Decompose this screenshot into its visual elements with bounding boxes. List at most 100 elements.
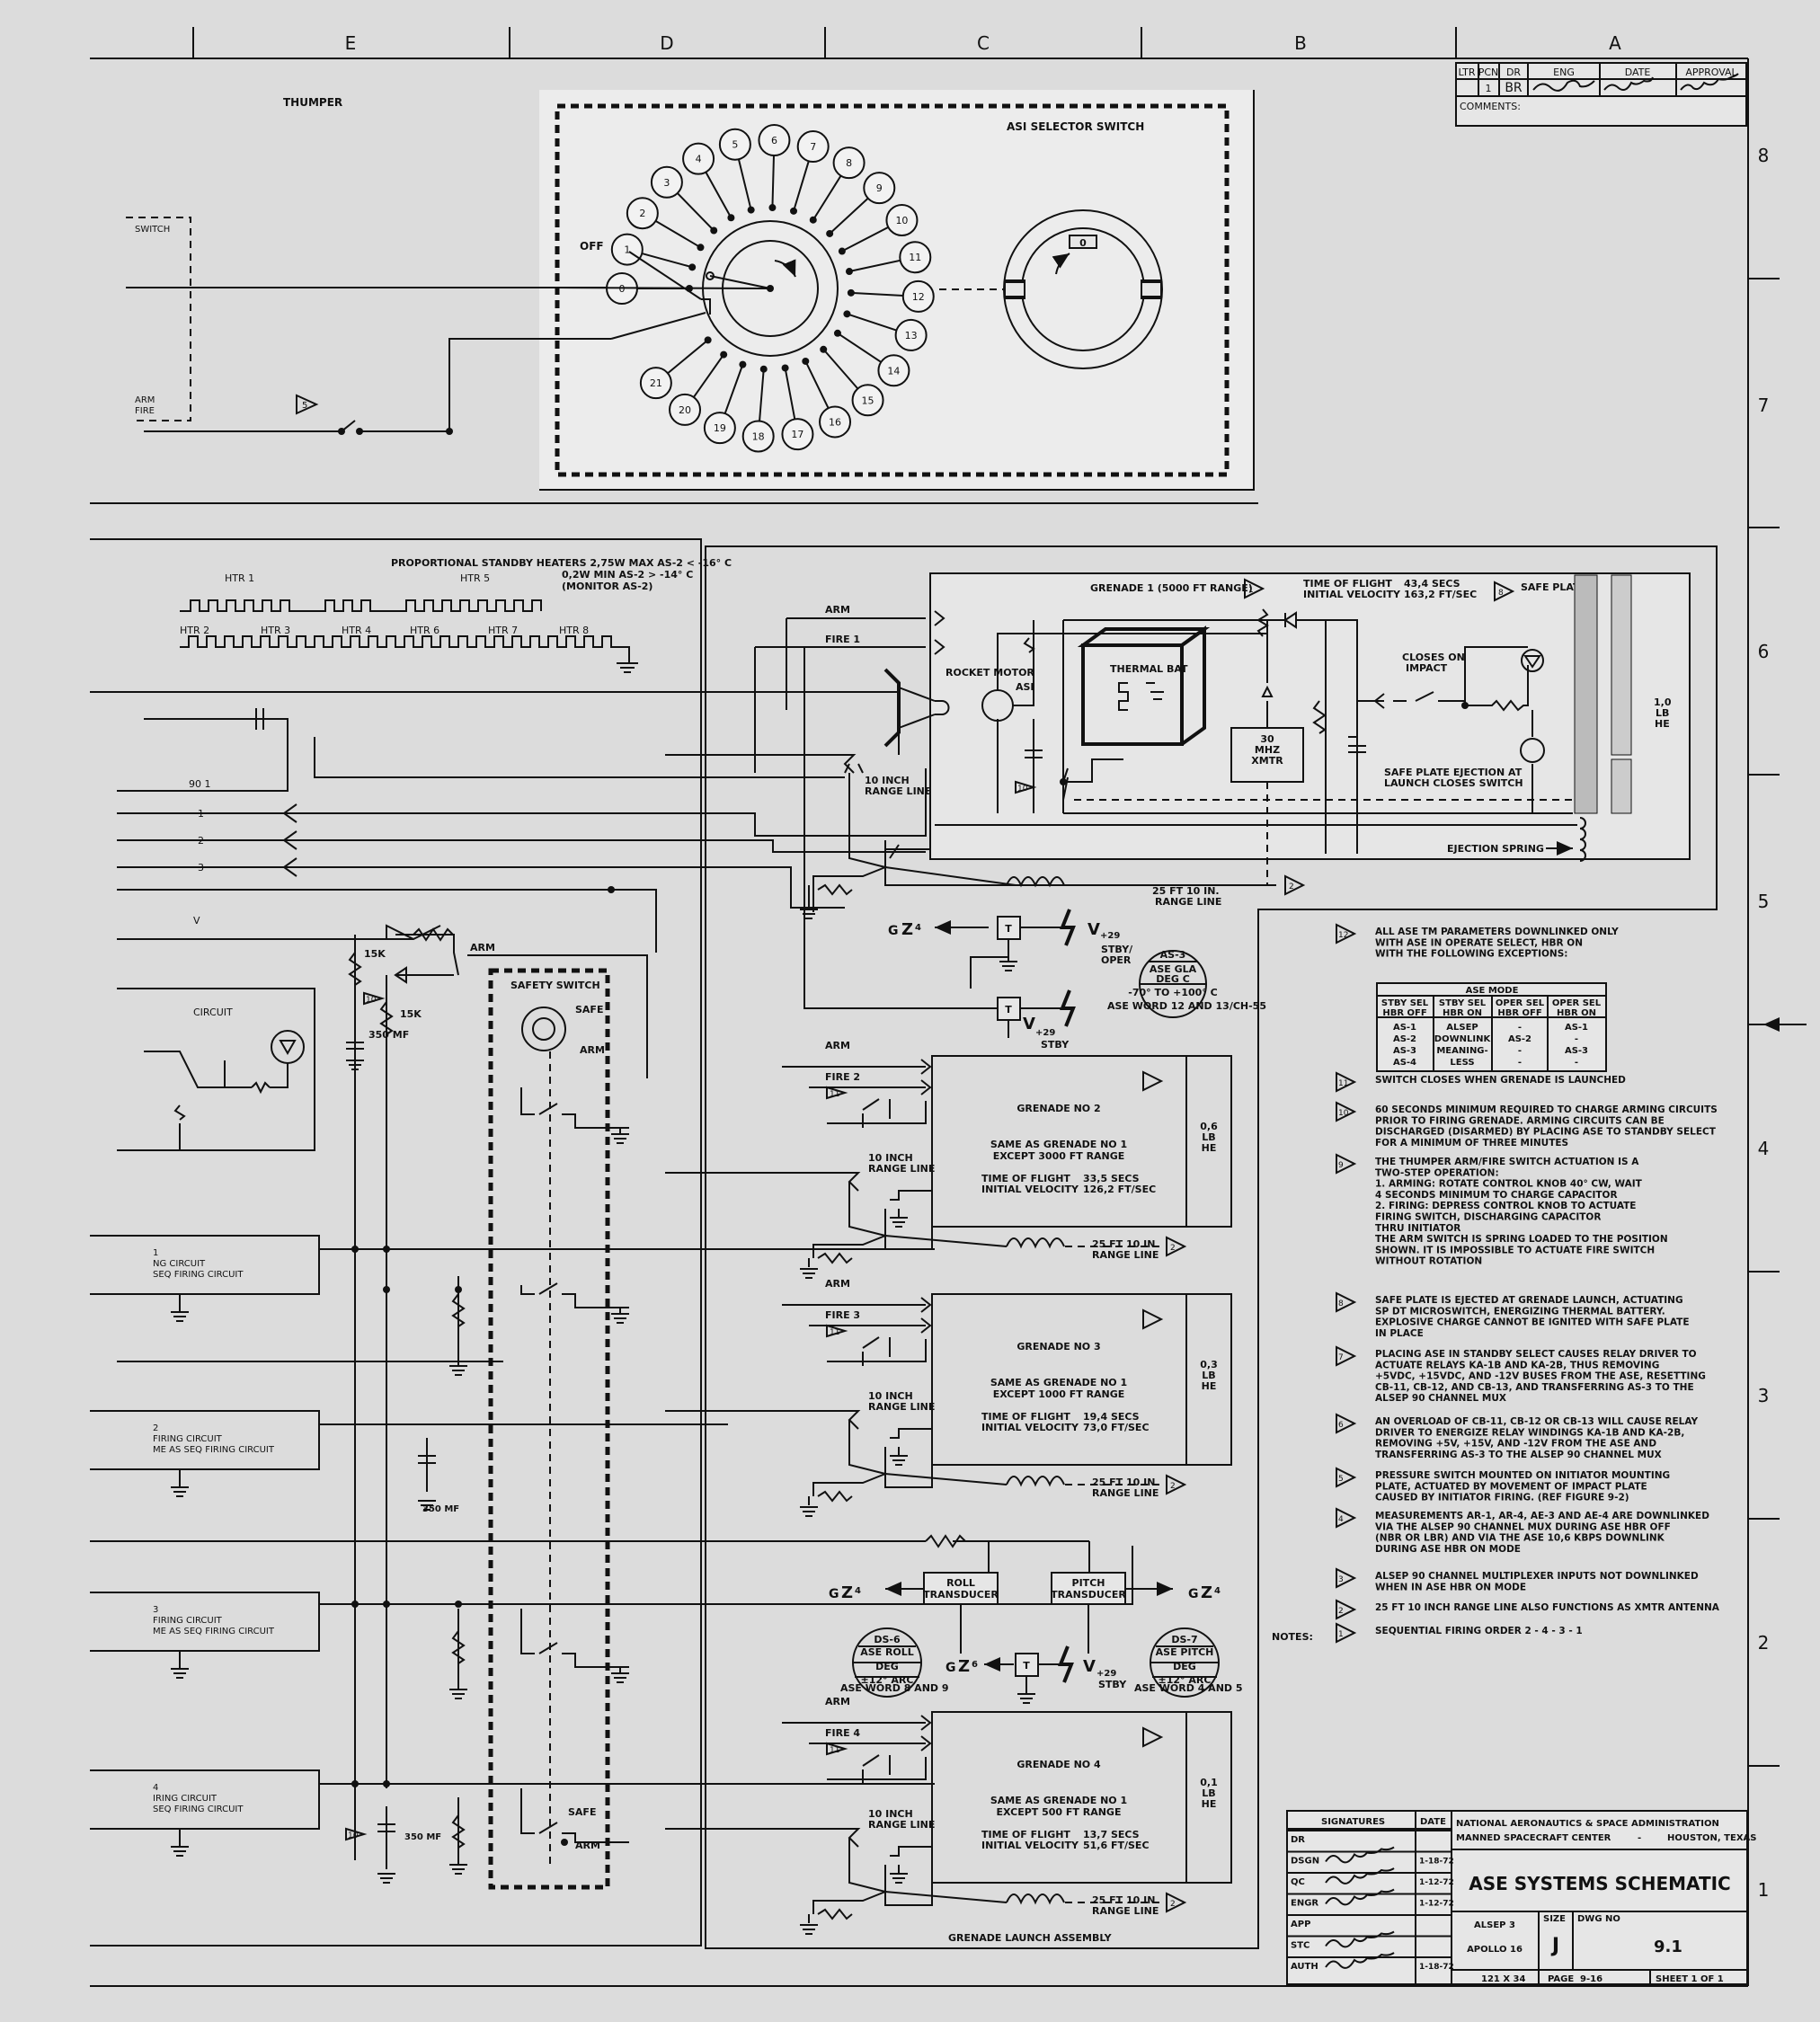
antenna-coil-icon: [1006, 1476, 1065, 1487]
note-ref: 10: [1338, 1109, 1349, 1118]
svg-text:11: 11: [830, 1090, 839, 1099]
safety-arm-label: ARM: [580, 1044, 605, 1056]
note-triangle-icon: [1336, 1101, 1357, 1122]
g1-safe-plate-label: SAFE PLATE: [1521, 581, 1586, 593]
svg-text:ASE ROLL: ASE ROLL: [860, 1646, 914, 1658]
grenade-title: GRENADE NO 2: [1017, 1103, 1100, 1114]
rev-header-ltr: LTR: [1459, 67, 1476, 78]
dial-contact: [820, 345, 828, 353]
dial-position-1: [610, 233, 644, 266]
heater-section: PROPORTIONAL STANDBY HEATERS 2,75W MAX A…: [90, 538, 732, 1947]
safety-safe-label: SAFE: [575, 1004, 603, 1015]
dial-position-6: [758, 124, 791, 157]
antenna-coil-icon: [1006, 1893, 1065, 1905]
grenade-same-2: EXCEPT 3000 FT RANGE: [993, 1150, 1125, 1162]
resistor-arm-icon: [413, 927, 454, 942]
grenade-vel-value: 73,0 FT/SEC: [1083, 1422, 1150, 1433]
svg-text:Z: Z: [1201, 1583, 1212, 1602]
svg-text:2: 2: [1170, 1482, 1176, 1491]
g1-ejection-l1: SAFE PLATE EJECTION AT: [1384, 767, 1523, 778]
resistor-15k-1-label: 15K: [364, 948, 386, 960]
grenade-tof-value: 19,4 SECS: [1083, 1411, 1140, 1423]
heater-trace-upper: [180, 599, 542, 612]
svg-text:ROLL: ROLL: [946, 1577, 975, 1589]
note-line: THRU INITIATOR: [1375, 1223, 1460, 1234]
dial-contact: [704, 336, 712, 344]
note-line: PLATE, ACTUATED BY MOVEMENT OF IMPACT PL…: [1375, 1481, 1647, 1492]
grenade-launch-assembly-label: GRENADE LAUNCH ASSEMBLY: [948, 1932, 1113, 1944]
safety-safe-label-bottom: SAFE: [568, 1806, 596, 1818]
asi-selector-title: ASI SELECTOR SWITCH: [1007, 120, 1144, 133]
dial-position-15: [851, 384, 884, 417]
svg-text:ASE GLA: ASE GLA: [1150, 963, 1197, 975]
ase-mode-cell: -: [1518, 1046, 1522, 1056]
ase-mode-header: OPER SEL: [1552, 998, 1602, 1008]
dial-position-10: [885, 203, 919, 236]
dial-contact: [833, 329, 841, 337]
rocket-motor-icon: [883, 668, 901, 748]
grenade-antenna-2: RANGE LINE: [1092, 1487, 1159, 1499]
note-line: SEQUENTIAL FIRING ORDER 2 - 4 - 3 - 1: [1375, 1626, 1583, 1636]
ase-mode-cell: ALSEP: [1446, 1023, 1478, 1033]
ase-mode-cell: AS-2: [1393, 1034, 1416, 1044]
cap-350mf-2-label: 350 MF: [422, 1504, 459, 1514]
svg-text:1: 1: [1248, 586, 1254, 595]
g1-ejection-l2: LAUNCH CLOSES SWITCH: [1384, 777, 1523, 789]
role-engr: ENGR: [1291, 1899, 1318, 1909]
ase-mode-header: STBY SEL: [1439, 998, 1487, 1008]
note-line: IN PLACE: [1375, 1328, 1424, 1339]
ase-mode-cell: DOWNLINK: [1434, 1034, 1492, 1044]
grenade-charge-1: 0,3: [1200, 1359, 1218, 1370]
size-value: J: [1550, 1935, 1559, 1957]
ds7-word-label: ASE WORD 4 AND 5: [1134, 1682, 1243, 1694]
note-line: PLACING ASE IN STANDBY SELECT CAUSES REL…: [1375, 1349, 1697, 1360]
grenade-antenna-2: RANGE LINE: [1092, 1905, 1159, 1917]
handwritten-signature: [1325, 1952, 1395, 1969]
note-10-triangle-left-icon: [363, 991, 386, 1006]
handwritten-signature: [1325, 1930, 1395, 1948]
dial-contact: [809, 216, 817, 224]
dial-position-label: 2: [639, 208, 645, 219]
revision-block: LTR PCN DR ENG DATE APPROVAL 1 BR COMMEN…: [1455, 62, 1747, 127]
dial-position-label: 4: [696, 154, 702, 165]
g1-range-l1: 10 INCH: [865, 775, 910, 786]
svg-text:PITCH: PITCH: [1072, 1577, 1105, 1589]
note-triangle-icon: [1336, 1599, 1357, 1620]
dial-position-label: 12: [912, 291, 925, 303]
heater-trace-lower: [180, 635, 630, 663]
sheet-border: [90, 27, 1807, 1987]
note-line: 60 SECONDS MINIMUM REQUIRED TO CHARGE AR…: [1375, 1104, 1718, 1115]
note-1-triangle-icon: [1142, 1726, 1164, 1748]
scale: 121 X 34: [1481, 1974, 1526, 1984]
fc1-line1: NG CIRCUIT: [153, 1259, 206, 1269]
note-1-triangle-icon: [1142, 1070, 1164, 1092]
agency-city: HOUSTON, TEXAS: [1667, 1833, 1756, 1843]
ase-mode-cell: AS-1: [1565, 1023, 1588, 1033]
zone-d: D: [660, 32, 673, 54]
note-line: CAUSED BY INITIATOR FIRING. (REF FIGURE …: [1375, 1493, 1629, 1503]
dial-contact: [768, 204, 777, 212]
rev-header-eng: ENG: [1553, 67, 1575, 78]
svg-text:11: 11: [830, 1746, 839, 1755]
safety-switch-title: SAFETY SWITCH: [510, 980, 600, 991]
dial-position-2: [626, 197, 659, 230]
role-stc: STC: [1291, 1941, 1310, 1951]
g1-title: GRENADE 1 (5000 FT RANGE): [1090, 582, 1253, 594]
dial-contact: [802, 357, 810, 365]
ase-mode-cell: -: [1575, 1034, 1578, 1044]
rotation-arrow-icon: [774, 259, 796, 278]
svg-text:TRANSDUCER: TRANSDUCER: [1051, 1589, 1126, 1601]
partial-row-v: V: [193, 915, 200, 927]
fc2-line1: FIRING CIRCUIT: [153, 1434, 223, 1444]
note-line: SAFE PLATE IS EJECTED AT GRENADE LAUNCH,…: [1375, 1295, 1683, 1306]
ejection-spring-icon: [1579, 817, 1586, 862]
date-header: DATE: [1420, 1817, 1446, 1827]
thermal-battery-icon: [1077, 625, 1211, 746]
